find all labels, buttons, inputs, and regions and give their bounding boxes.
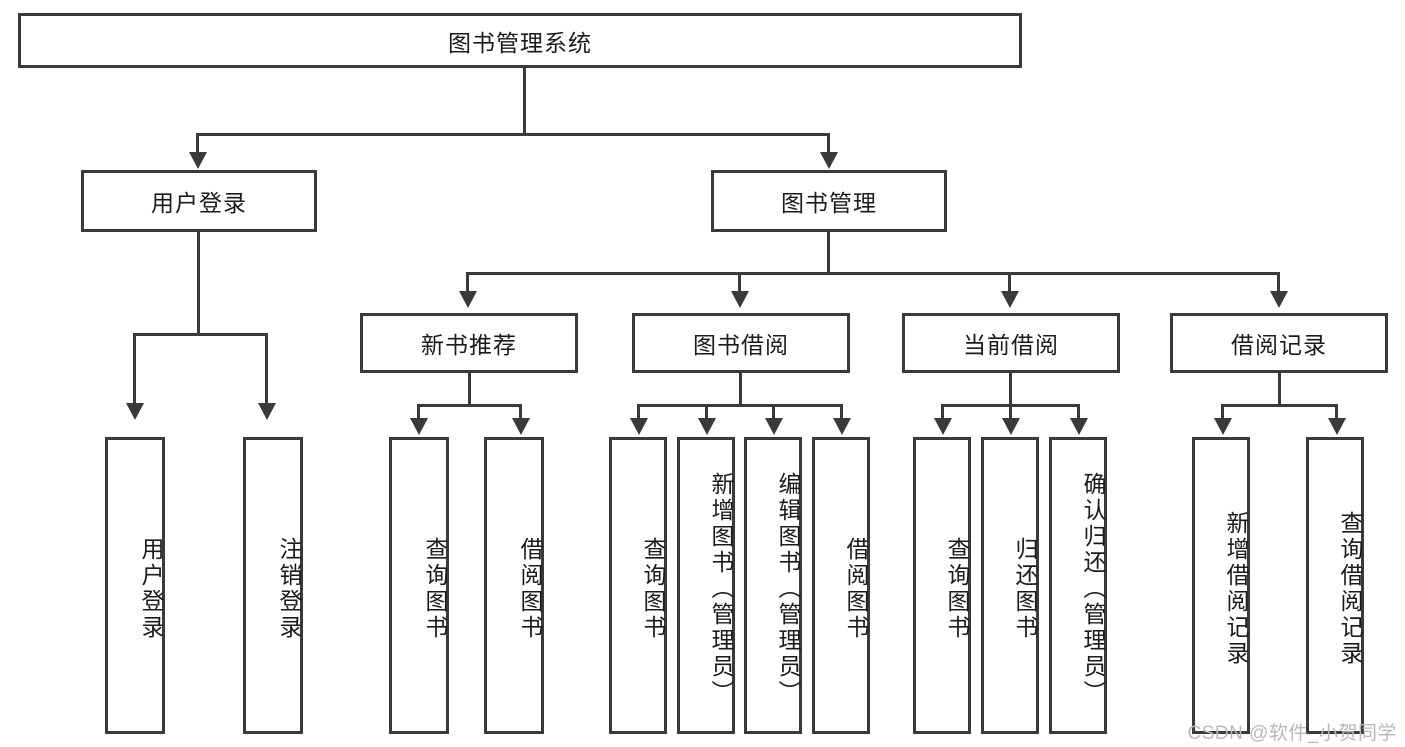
connector-book-borrow-bus [637,404,843,407]
node-current-borrow[interactable]: 当前借阅 [902,313,1120,373]
leaf-br-query-record[interactable]: 查询借阅记录 [1306,437,1364,734]
node-label: 用户登录 [151,190,247,216]
connector-root-bus [196,133,829,136]
connector-book-management-leg-4 [1277,272,1280,294]
connector-new-book-recommend-stem [468,373,471,404]
arrow-to-leaf-bb-add-book [698,418,716,435]
connector-book-management-stem [827,232,830,272]
connector-book-management-leg-2 [738,272,741,294]
leaf-nbr-query-book[interactable]: 查询图书 [389,437,449,734]
arrow-to-leaf-bb-query-book [630,418,648,435]
node-borrow-record[interactable]: 借阅记录 [1170,313,1388,373]
arrow-to-leaf-nbr-borrow-book [512,418,530,435]
arrow-to-user-login [189,152,207,169]
connector-new-book-recommend-bus [417,404,522,407]
arrow-to-book-management [820,152,838,169]
connector-nbr-leg-2 [519,404,522,420]
arrow-to-book-borrow [731,291,749,308]
node-user-login[interactable]: 用户登录 [81,170,317,232]
node-label: 借阅记录 [1231,332,1327,358]
node-new-book-recommend[interactable]: 新书推荐 [360,313,578,373]
connector-bb-leg-2 [705,404,708,420]
node-label: 图书管理系统 [448,29,592,56]
node-label: 借阅图书 [517,536,543,641]
leaf-bb-edit-book[interactable]: 编辑图书（管理员） [744,437,802,734]
leaf-logout[interactable]: 注销登录 [243,437,303,734]
connector-root-stem [523,68,526,133]
arrow-to-leaf-cb-confirm-return [1070,418,1088,435]
arrow-to-new-book-recommend [459,291,477,308]
node-label: 确认归还（管理员） [1080,471,1106,706]
node-label: 新增图书（管理员） [708,471,734,706]
leaf-cb-query-book[interactable]: 查询图书 [913,437,971,734]
connector-root-leg-2 [827,133,830,155]
arrow-to-borrow-record [1270,291,1288,308]
arrow-to-leaf-bb-edit-book [765,418,783,435]
node-label: 归还图书 [1012,536,1038,641]
connector-cb-leg-3 [1077,404,1080,420]
connector-user-login-bus [133,333,268,336]
leaf-br-add-record[interactable]: 新增借阅记录 [1192,437,1250,734]
connector-book-management-leg-3 [1008,272,1011,294]
connector-book-management-bus [466,272,1277,275]
node-label: 注销登录 [276,536,302,641]
csdn-watermark: CSDN @软件_小贺同学 [1187,723,1397,744]
leaf-user-login[interactable]: 用户登录 [105,437,165,734]
node-label: 借阅图书 [843,536,869,641]
node-label: 图书管理 [781,190,877,216]
node-root-book-management-system[interactable]: 图书管理系统 [18,13,1022,68]
connector-user-login-leg-2 [265,333,268,405]
node-book-management[interactable]: 图书管理 [711,170,947,232]
connector-root-leg-1 [196,133,199,155]
leaf-bb-add-book[interactable]: 新增图书（管理员） [677,437,735,734]
arrow-to-leaf-cb-return-book [1002,418,1020,435]
connector-book-management-leg-1 [466,272,469,294]
connector-borrow-record-bus [1221,404,1338,407]
connector-book-borrow-stem [739,373,742,404]
connector-nbr-leg-1 [417,404,420,420]
connector-cb-leg-2 [1009,404,1012,420]
connector-br-leg-1 [1221,404,1224,420]
connector-cb-leg-1 [941,404,944,420]
connector-bb-leg-3 [772,404,775,420]
node-label: 查询图书 [944,536,970,641]
node-book-borrow[interactable]: 图书借阅 [632,313,850,373]
node-label: 新书推荐 [421,332,517,358]
connector-bb-leg-4 [840,404,843,420]
connector-user-login-leg-1 [133,333,136,405]
arrow-to-current-borrow [1001,291,1019,308]
arrow-to-leaf-logout [258,403,276,420]
node-label: 查询借阅记录 [1337,510,1363,667]
arrow-to-leaf-user-login [126,403,144,420]
node-label: 用户登录 [138,536,164,641]
node-label: 当前借阅 [963,332,1059,358]
node-label: 图书借阅 [693,332,789,358]
leaf-cb-return-book[interactable]: 归还图书 [981,437,1039,734]
node-label: 查询图书 [422,536,448,641]
arrow-to-leaf-nbr-query-book [410,418,428,435]
leaf-nbr-borrow-book[interactable]: 借阅图书 [484,437,544,734]
arrow-to-leaf-bb-borrow-book [833,418,851,435]
arrow-to-leaf-br-query-record [1328,418,1346,435]
leaf-cb-confirm-return[interactable]: 确认归还（管理员） [1049,437,1107,734]
arrow-to-leaf-cb-query-book [934,418,952,435]
arrow-to-leaf-br-add-record [1214,418,1232,435]
connector-borrow-record-stem [1278,373,1281,404]
connector-current-borrow-stem [1009,373,1012,404]
leaf-bb-query-book[interactable]: 查询图书 [609,437,667,734]
node-label: 编辑图书（管理员） [775,471,801,706]
connector-user-login-stem [197,232,200,333]
node-label: 新增借阅记录 [1223,510,1249,667]
connector-br-leg-2 [1335,404,1338,420]
connector-bb-leg-1 [637,404,640,420]
node-label: 查询图书 [640,536,666,641]
leaf-bb-borrow-book[interactable]: 借阅图书 [812,437,870,734]
